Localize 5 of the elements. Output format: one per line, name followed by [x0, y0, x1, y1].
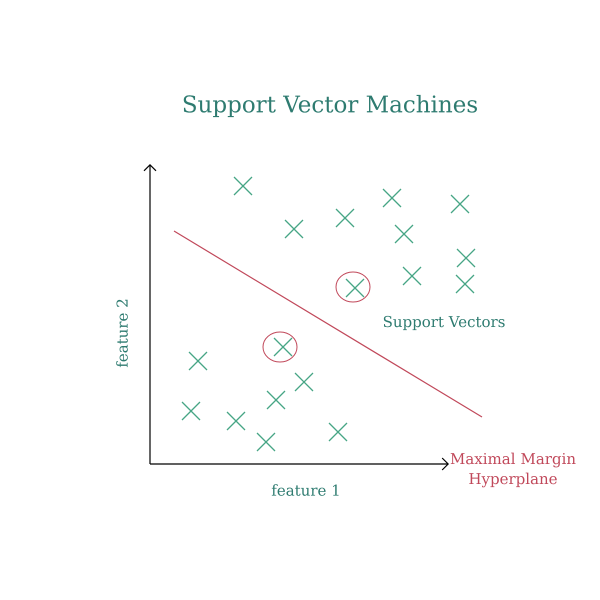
axis-label: Maximal Margin Hyperplane [450, 452, 576, 488]
axis-label: feature 1 [272, 484, 339, 496]
axis-label: Support Vectors [384, 316, 505, 330]
axis-label: feature 2 [116, 300, 128, 368]
title: Support Vector Machines [184, 94, 477, 118]
